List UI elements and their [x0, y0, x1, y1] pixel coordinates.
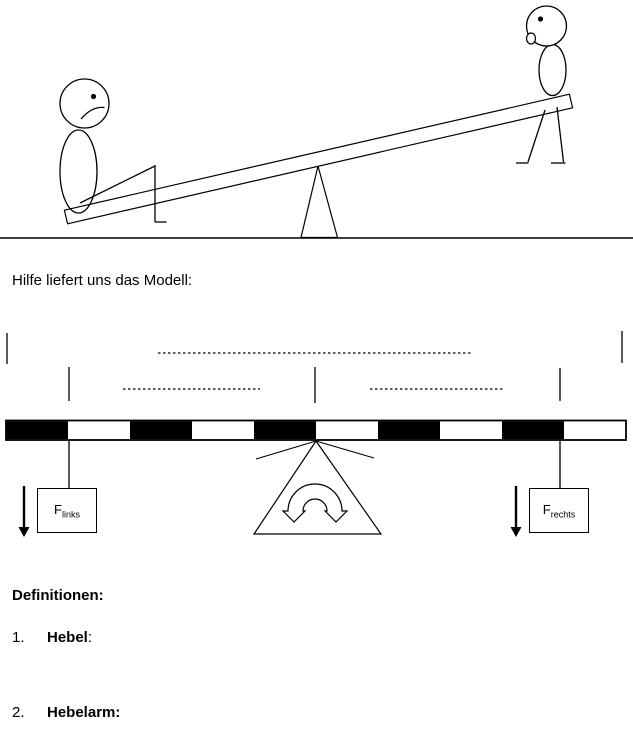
definition-2-term: Hebelarm:	[47, 704, 121, 721]
definition-item-1: 1. Hebel:	[12, 629, 92, 646]
beam-segment	[6, 421, 68, 440]
definitions-heading: Definitionen:	[12, 587, 104, 604]
definition-2-number: 2.	[12, 704, 25, 721]
lever-model-diagram	[5, 331, 627, 537]
pivot-right-ray	[315, 440, 375, 459]
lever-beam	[5, 419, 627, 441]
left-down-arrow-icon	[18, 486, 30, 537]
seesaw-fulcrum-triangle	[300, 165, 339, 239]
left-figure-thigh	[79, 165, 156, 204]
right-stick-figure	[516, 5, 568, 164]
beam-segment	[502, 421, 564, 440]
left-stick-figure	[59, 78, 167, 223]
force-right-box: Frechts	[529, 488, 589, 533]
right-figure-right-leg	[556, 106, 565, 163]
force-left-box: Flinks	[37, 488, 97, 533]
left-figure-sad-mouth	[80, 106, 105, 120]
definition-item-2: 2. Hebelarm:	[12, 704, 120, 721]
definition-1-term: Hebel	[47, 629, 88, 646]
left-figure-eye	[90, 93, 97, 100]
right-down-arrow-icon	[510, 486, 522, 537]
seesaw-plank	[63, 93, 574, 225]
left-figure-head	[59, 78, 110, 129]
beam-segment	[130, 421, 192, 440]
definition-1-number: 1.	[12, 629, 25, 646]
right-figure-open-mouth	[525, 32, 537, 45]
force-right-label: Frechts	[542, 501, 576, 520]
pivot-left-ray	[255, 440, 317, 460]
beam-segment	[378, 421, 440, 440]
right-figure-body	[538, 43, 567, 97]
intro-text: Hilfe liefert uns das Modell:	[12, 272, 193, 289]
definition-1-suffix: :	[87, 629, 93, 646]
right-figure-eye	[537, 16, 544, 22]
rotation-arrow-icon	[281, 483, 349, 523]
seesaw-scene	[0, 5, 633, 239]
force-left-label: Flinks	[54, 501, 80, 520]
beam-segment	[254, 421, 316, 440]
right-figure-left-leg	[527, 109, 546, 163]
right-figure-head	[525, 5, 568, 47]
left-figure-body	[59, 129, 98, 214]
